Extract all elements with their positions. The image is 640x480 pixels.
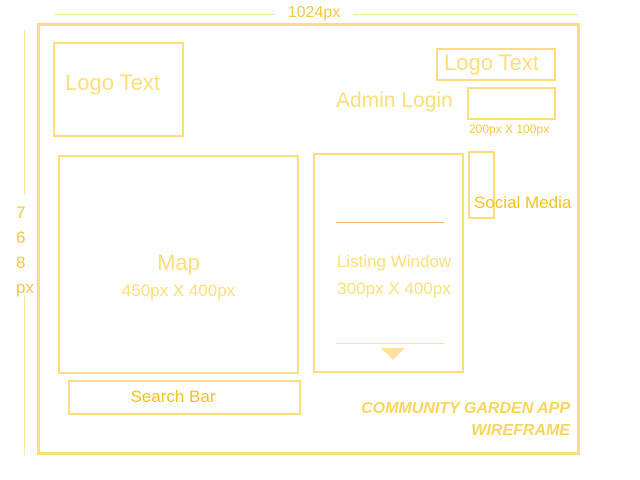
listing-divider-bottom [336,343,444,344]
caption-line-1: COMMUNITY GARDEN APP [361,400,570,417]
wireframe-caption: COMMUNITY GARDEN APP WIREFRAME [300,398,570,442]
wireframe-frame [37,23,580,455]
admin-login-label: Admin Login [336,89,453,112]
height-dimension-line-top [24,30,25,195]
logo-right-text: Logo Text [444,50,540,75]
search-bar-label: Search Bar [130,387,216,406]
listing-window-box[interactable] [313,153,464,373]
logo-left-box[interactable] [53,42,184,137]
map-title: Map [157,250,200,275]
map-size-label: 450px X 400px [121,281,236,300]
logo-left-text: Logo Text [65,70,161,95]
scroll-down-arrow-icon[interactable] [381,348,405,360]
admin-login-size-label: 200px X 100px [469,122,550,136]
search-bar-box[interactable] [68,380,301,415]
listing-divider-top [336,222,444,223]
height-dimension-label: 7 6 8 px [16,203,34,297]
map-box[interactable] [58,155,299,374]
caption-line-2: WIREFRAME [471,422,570,439]
width-dimension-line-left [55,14,275,15]
logo-right-box[interactable] [436,48,556,81]
height-dimension-line-bottom [24,295,25,455]
listing-window-size-label: 300px X 400px [337,279,451,298]
width-dimension-line-right [353,14,578,15]
width-dimension-label: 1024px [287,4,341,21]
social-media-box[interactable] [468,151,495,219]
listing-window-title: Listing Window [336,252,452,271]
admin-login-box[interactable] [467,87,556,120]
social-media-label: Social Media [474,193,572,212]
